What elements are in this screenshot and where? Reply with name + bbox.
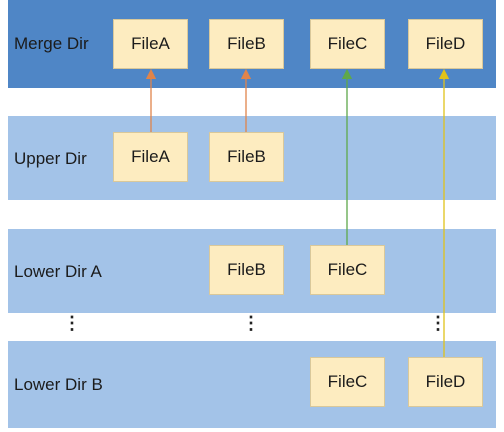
ellipsis-right: ⋮	[429, 313, 447, 333]
ellipsis-middle: ⋮	[242, 313, 260, 333]
lower-dir-b-label: Lower Dir B	[14, 375, 103, 394]
upper-dir-label: Upper Dir	[14, 149, 87, 168]
upper-file-b: FileB	[209, 132, 284, 182]
lower-dir-a-layer: Lower Dir A	[8, 229, 496, 313]
lower-dir-a-label: Lower Dir A	[14, 262, 102, 281]
merge-dir-label: Merge Dir	[14, 34, 89, 53]
merge-file-c: FileC	[310, 19, 385, 69]
ellipsis-left: ⋮	[63, 313, 81, 333]
merge-file-d: FileD	[408, 19, 483, 69]
upper-file-a: FileA	[113, 132, 188, 182]
lower-a-file-b: FileB	[209, 245, 284, 295]
lower-b-file-d: FileD	[408, 357, 483, 407]
lower-b-file-c: FileC	[310, 357, 385, 407]
merge-file-a: FileA	[113, 19, 188, 69]
lower-a-file-c: FileC	[310, 245, 385, 295]
merge-file-b: FileB	[209, 19, 284, 69]
